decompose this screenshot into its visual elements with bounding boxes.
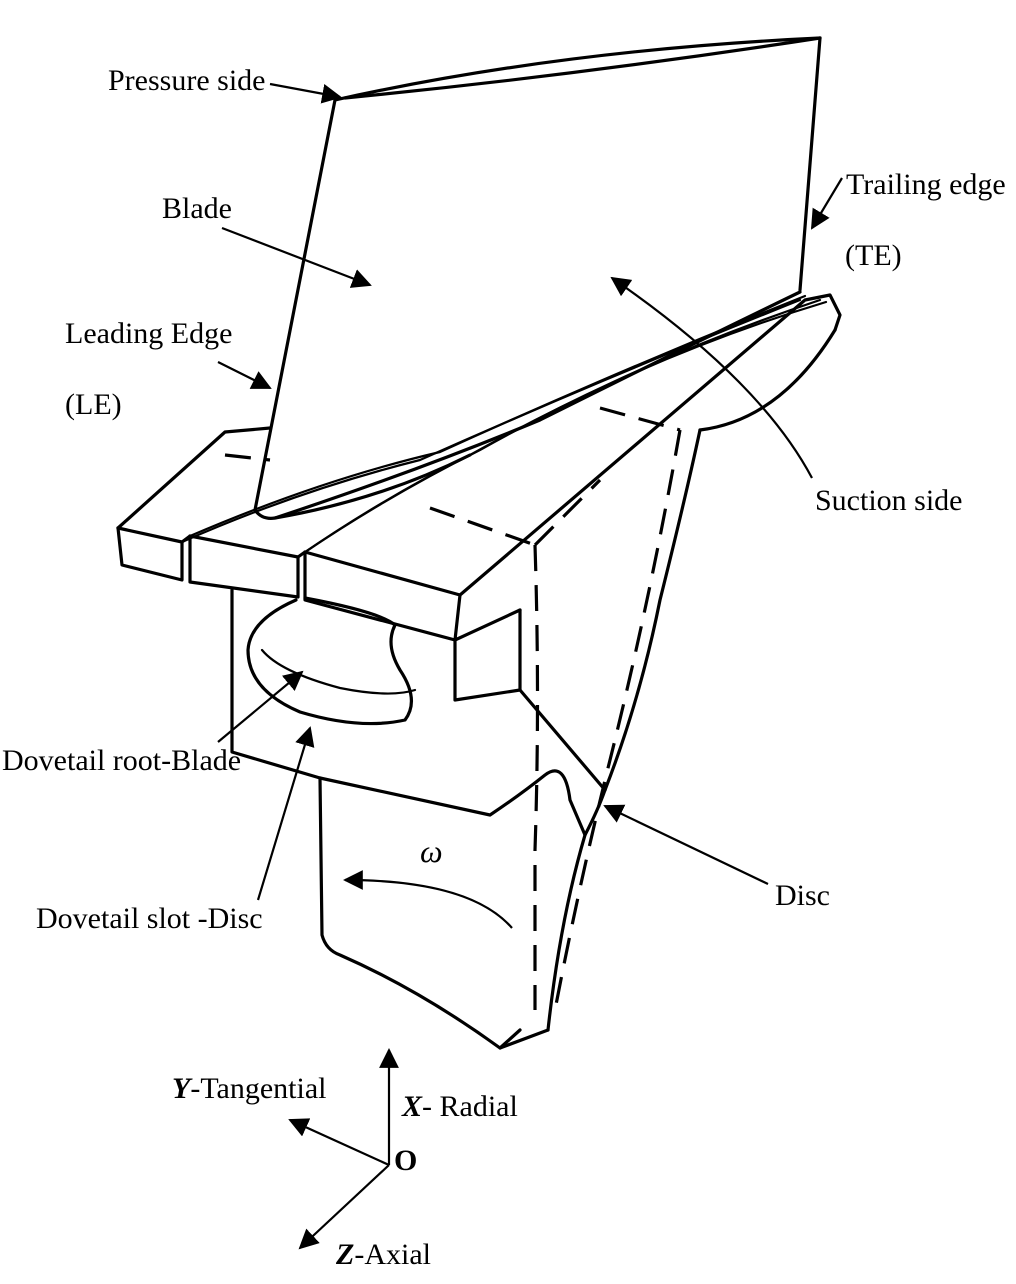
disc-body <box>318 428 702 1050</box>
dovetail-slot-disc-label: Dovetail slot -Disc <box>36 902 263 935</box>
rotation-arrow: ω <box>343 833 513 929</box>
blade-arrow <box>221 226 372 288</box>
disc-arrow <box>603 804 769 885</box>
blade-label: Blade <box>162 192 232 225</box>
suction-side-label: Suction side <box>815 484 963 517</box>
trailing-edge-label: Trailing edge <box>846 168 1006 201</box>
blade <box>253 36 822 520</box>
leading-edge-arrow <box>217 361 272 389</box>
z-axis-label: Z-Axial <box>335 1238 431 1271</box>
dovetail-slot-arrow <box>256 726 315 901</box>
le-abbrev-label: (LE) <box>65 388 122 421</box>
origin-label: O <box>394 1144 417 1177</box>
leading-edge-label: Leading Edge <box>65 317 232 350</box>
dovetail-root-blade-label: Dovetail root-Blade <box>2 744 241 777</box>
suction-side-arrow <box>610 276 813 479</box>
te-abbrev-label: (TE) <box>845 239 902 272</box>
dovetail-root <box>246 596 417 726</box>
coordinate-axes: O <box>288 1048 417 1250</box>
omega-label: ω <box>420 833 443 869</box>
pressure-side-label: Pressure side <box>108 64 265 97</box>
dovetail-root-arrow <box>217 670 304 743</box>
labels: Pressure side Trailing edge (TE) Blade L… <box>2 64 1006 1271</box>
platform <box>116 293 842 792</box>
y-axis-arrow <box>288 1118 390 1167</box>
disc-label: Disc <box>775 879 830 912</box>
y-axis-label: Y-Tangential <box>172 1072 327 1105</box>
leader-arrows <box>217 82 843 901</box>
pressure-side-arrow <box>269 82 342 104</box>
trailing-edge-arrow <box>810 177 843 230</box>
z-axis-arrow <box>298 1164 390 1250</box>
x-axis-label: X- Radial <box>401 1090 518 1123</box>
